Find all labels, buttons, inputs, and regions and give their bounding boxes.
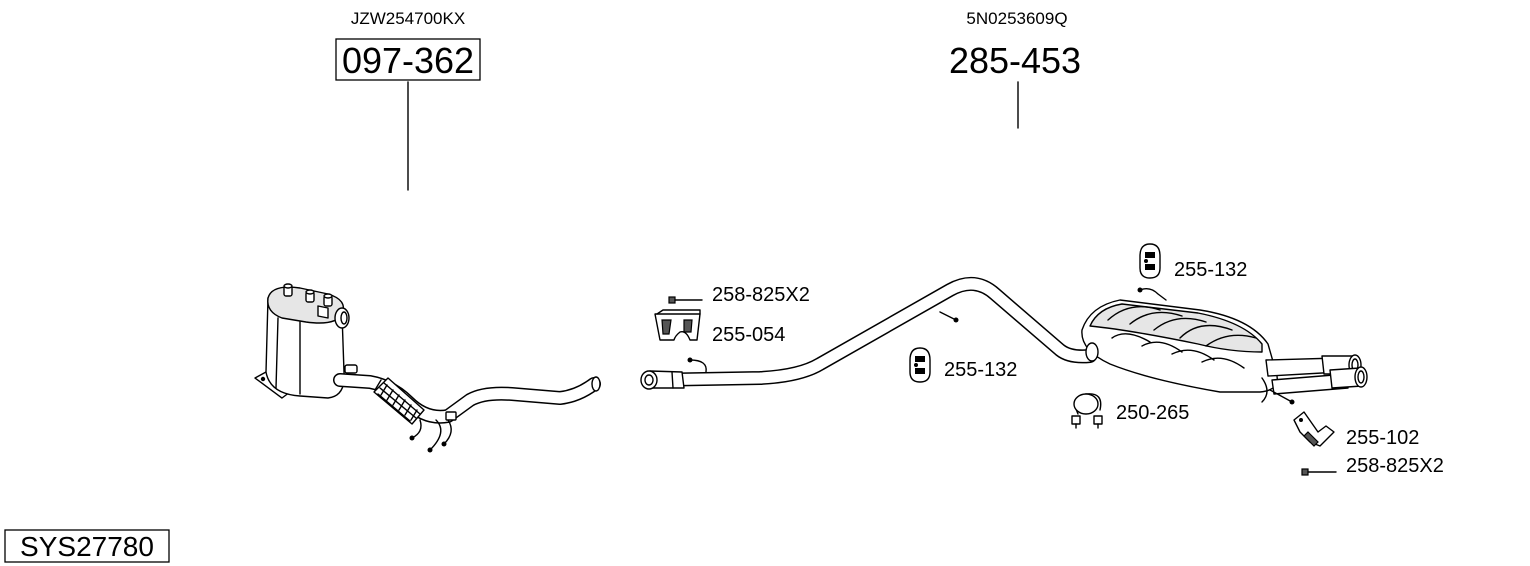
system-code-frame: [4, 529, 170, 563]
front-oem-number: JZW254700KX: [351, 9, 465, 28]
center-pipe-drawing[interactable]: [640, 277, 1097, 390]
label-hanger-mid[interactable]: 255-132: [944, 359, 1017, 381]
label-clamp[interactable]: 250-265: [1116, 402, 1189, 424]
front-part-number-frame: [335, 38, 481, 81]
hanger-rear-icon[interactable]: [1139, 243, 1161, 279]
label-bracket-rear[interactable]: 255-102: [1346, 427, 1419, 449]
label-hanger-rear[interactable]: 255-132: [1174, 259, 1247, 281]
particulate-filter-drawing[interactable]: [254, 283, 358, 399]
bolt-rear-icon[interactable]: [1301, 468, 1337, 476]
bolt-front-icon[interactable]: [668, 296, 703, 304]
front-part-number[interactable]: 097-362: [342, 40, 474, 81]
bracket-front-icon[interactable]: [654, 309, 701, 341]
system-code: SYS27780: [20, 531, 154, 562]
front-pipe-drawing[interactable]: [333, 373, 601, 453]
bracket-rear-icon[interactable]: [1293, 411, 1335, 447]
rear-muffler-drawing[interactable]: [1081, 287, 1368, 405]
clamp-icon[interactable]: [1071, 393, 1103, 429]
rear-part-number[interactable]: 285-453: [949, 40, 1081, 81]
hanger-mid-icon[interactable]: [909, 347, 931, 383]
label-bolt-rear[interactable]: 258-825X2: [1346, 455, 1444, 477]
label-bracket-front[interactable]: 255-054: [712, 324, 785, 346]
rear-oem-number: 5N0253609Q: [966, 9, 1067, 28]
label-bolt-front[interactable]: 258-825X2: [712, 284, 810, 306]
